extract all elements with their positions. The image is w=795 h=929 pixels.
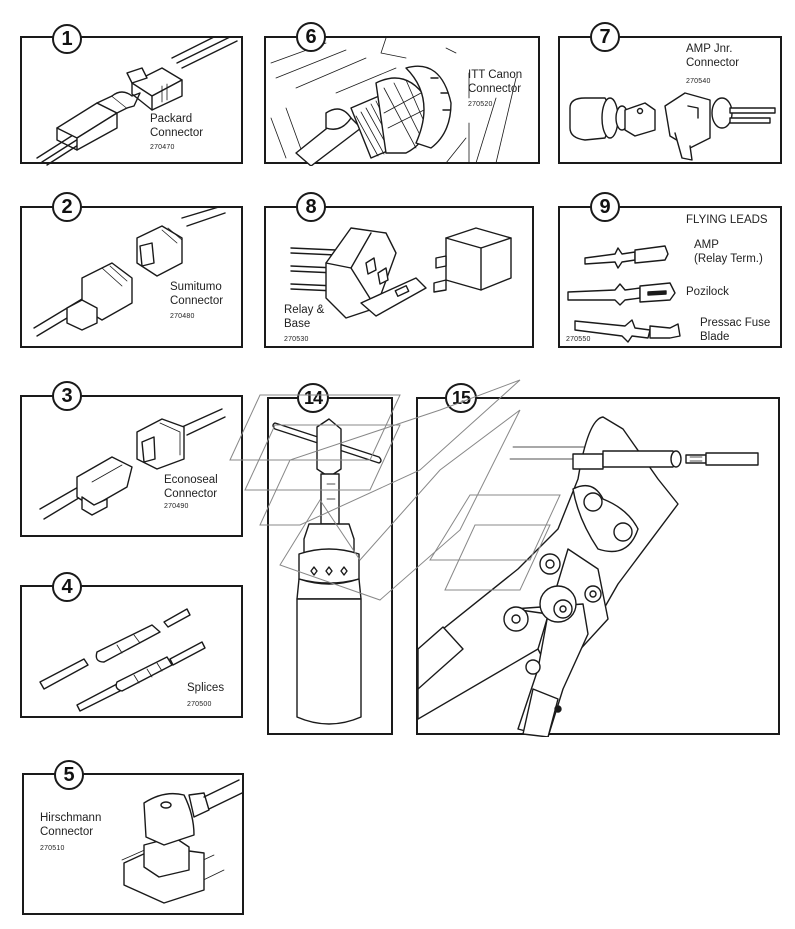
callout-badge-5: 5: [54, 760, 84, 790]
panel-itt-canon-connector: ITT Canon Connector 270520: [264, 36, 540, 166]
panel-label: Econoseal Connector: [164, 473, 218, 501]
part-number: 270550: [566, 336, 591, 343]
panel-relay-and-base: Relay & Base 270530: [264, 206, 534, 348]
callout-badge-1: 1: [52, 24, 82, 54]
label-line: Connector: [170, 295, 224, 307]
panel-econoseal-connector: Econoseal Connector 270490: [20, 395, 243, 537]
flying-leads-illustration: [567, 245, 681, 343]
panel-label: Packard Connector: [150, 112, 203, 140]
label-line: Relay &: [284, 304, 325, 316]
sumitumo-connector-illustration: [33, 208, 226, 337]
part-number: 270490: [164, 503, 189, 510]
part-number: 270480: [170, 313, 195, 320]
part-number: 270520: [468, 101, 493, 108]
label-line: AMP: [694, 239, 719, 251]
callout-badge-15: 15: [445, 383, 477, 413]
label-line: Connector: [164, 488, 218, 500]
panel-label: AMP Jnr. Connector: [686, 42, 739, 70]
callout-badge-2: 2: [52, 192, 82, 222]
part-number: 270530: [284, 336, 309, 343]
packard-connector-illustration: [36, 38, 238, 166]
panel-label: Hirschmann Connector: [40, 811, 101, 839]
label-line: Base: [284, 318, 311, 330]
relay-and-base-illustration: [290, 227, 512, 319]
part-number: 270540: [686, 78, 711, 85]
callout-badge-8: 8: [296, 192, 326, 222]
callout-badge-7: 7: [590, 22, 620, 52]
callout-badge-4: 4: [52, 572, 82, 602]
crimping-pliers-illustration: [418, 416, 759, 737]
label-line: Pozilock: [686, 286, 729, 298]
panel-crimp-tool-handle: [267, 397, 393, 735]
flying-lead-label-amp: AMP (Relay Term.): [694, 238, 763, 266]
panel-packard-connector: Packard Connector 270470: [20, 36, 243, 166]
label-line: Connector: [40, 826, 94, 838]
panel-amp-jnr-connector: AMP Jnr. Connector 270540: [558, 36, 782, 164]
callout-badge-14: 14: [297, 383, 329, 413]
label-line: Blade: [700, 331, 730, 343]
crimp-tool-handle-illustration: [272, 418, 382, 725]
label-line: (Relay Term.): [694, 253, 763, 265]
part-number: 270470: [150, 144, 175, 151]
econoseal-connector-illustration: [39, 408, 226, 520]
label-line: Connector: [150, 127, 204, 139]
callout-badge-9: 9: [590, 192, 620, 222]
itt-canon-connector-illustration: [270, 38, 517, 166]
part-number: 270510: [40, 845, 65, 852]
panel-sumitumo-connector: Sumitumo Connector 270480: [20, 206, 243, 348]
panel-heading: FLYING LEADS: [686, 214, 768, 226]
panel-crimping-pliers: [416, 397, 780, 737]
panel-label: ITT Canon Connector: [468, 68, 522, 96]
callout-badge-6: 6: [296, 22, 326, 52]
label-line: AMP Jnr.: [686, 43, 733, 55]
hirschmann-connector-illustration: [121, 779, 243, 904]
amp-jnr-connector-illustration: [569, 92, 776, 161]
callout-badge-3: 3: [52, 381, 82, 411]
label-line: Sumitumo: [170, 281, 222, 293]
flying-lead-label-pressac: Pressac Fuse Blade: [700, 316, 770, 344]
panel-label: Relay & Base: [284, 303, 324, 331]
panel-flying-leads: FLYING LEADS AMP (Relay Term.) Pozilock …: [558, 206, 782, 348]
part-number: 270500: [187, 701, 212, 708]
label-line: Packard: [150, 113, 193, 125]
panel-label: Splices: [187, 681, 224, 695]
label-line: Connector: [686, 57, 740, 69]
panel-hirschmann-connector: Hirschmann Connector 270510: [22, 773, 244, 915]
label-line: Splices: [187, 682, 225, 694]
label-line: Econoseal: [164, 474, 218, 486]
label-line: Pressac Fuse: [700, 317, 771, 329]
label-line: ITT Canon: [468, 69, 523, 81]
splices-illustration: [39, 608, 206, 712]
panel-splices: Splices 270500: [20, 585, 243, 718]
flying-lead-label-pozilock: Pozilock: [686, 285, 729, 299]
label-line: Hirschmann: [40, 812, 102, 824]
panel-label: Sumitumo Connector: [170, 280, 223, 308]
label-line: Connector: [468, 83, 522, 95]
